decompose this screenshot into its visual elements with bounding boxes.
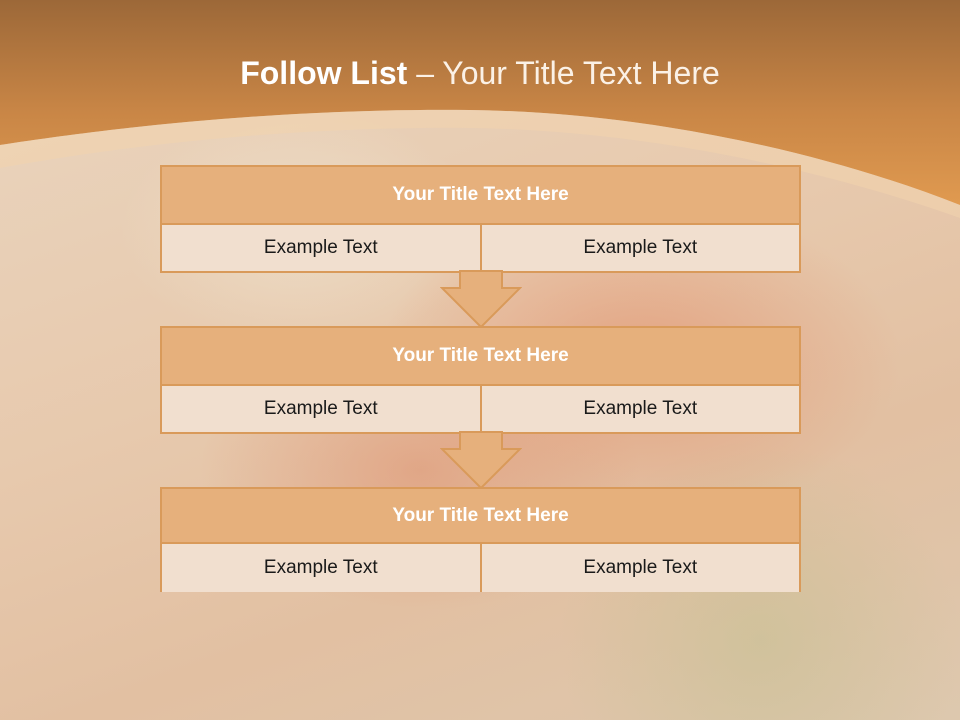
list-block-1: Your Title Text Here Example Text Exampl… xyxy=(160,165,801,273)
slide-title: Follow List – Your Title Text Here xyxy=(0,55,960,92)
block-cell-left: Example Text xyxy=(162,386,482,432)
block-cell-right: Example Text xyxy=(481,544,799,592)
block-row: Example Text Example Text xyxy=(162,386,799,432)
header-band xyxy=(0,0,960,218)
block-title: Your Title Text Here xyxy=(162,328,799,386)
slide-title-rest: – Your Title Text Here xyxy=(407,55,720,91)
slide-title-bold: Follow List xyxy=(240,55,408,91)
block-title: Your Title Text Here xyxy=(162,489,799,544)
block-cell-right: Example Text xyxy=(481,386,799,432)
list-block-3: Your Title Text Here Example Text Exampl… xyxy=(160,487,801,592)
down-arrow-icon xyxy=(440,270,522,328)
block-cell-left: Example Text xyxy=(162,544,482,592)
block-row: Example Text Example Text xyxy=(162,544,799,592)
block-row: Example Text Example Text xyxy=(162,225,799,271)
block-title: Your Title Text Here xyxy=(162,167,799,225)
down-arrow-icon xyxy=(440,431,522,489)
block-cell-right: Example Text xyxy=(481,225,799,271)
block-cell-left: Example Text xyxy=(162,225,482,271)
list-block-2: Your Title Text Here Example Text Exampl… xyxy=(160,326,801,434)
